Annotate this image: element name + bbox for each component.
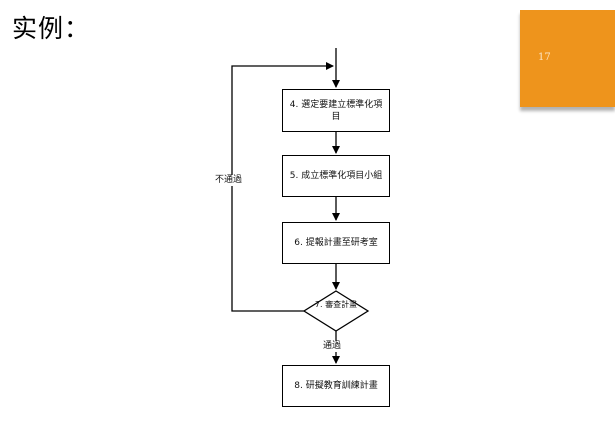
step-5-box: 5. 成立標準化項目小組 — [282, 155, 390, 197]
step-6-box: 6. 提報計畫至研考室 — [282, 222, 390, 264]
pass-edge-label: 通過 — [323, 341, 342, 352]
step-8-label: 8. 研擬教育訓練計畫 — [294, 381, 378, 391]
page-number: 17 — [538, 52, 551, 63]
step-6-label: 6. 提報計畫至研考室 — [294, 238, 378, 248]
slide-title: 实例： — [12, 14, 91, 43]
loop-back-line — [231, 62, 334, 312]
fail-edge-label: 不通過 — [215, 175, 243, 186]
page-number-badge: 17 — [520, 10, 615, 107]
step-5-label: 5. 成立標準化項目小組 — [289, 171, 383, 181]
step-7-label: 7. 審查計畫 — [314, 300, 358, 309]
decision-diamond — [302, 290, 370, 332]
step-4-label: 4. 選定要建立標準化項目 — [289, 99, 383, 122]
step-8-box: 8. 研擬教育訓練計畫 — [282, 365, 390, 407]
step-4-box: 4. 選定要建立標準化項目 — [282, 89, 390, 132]
